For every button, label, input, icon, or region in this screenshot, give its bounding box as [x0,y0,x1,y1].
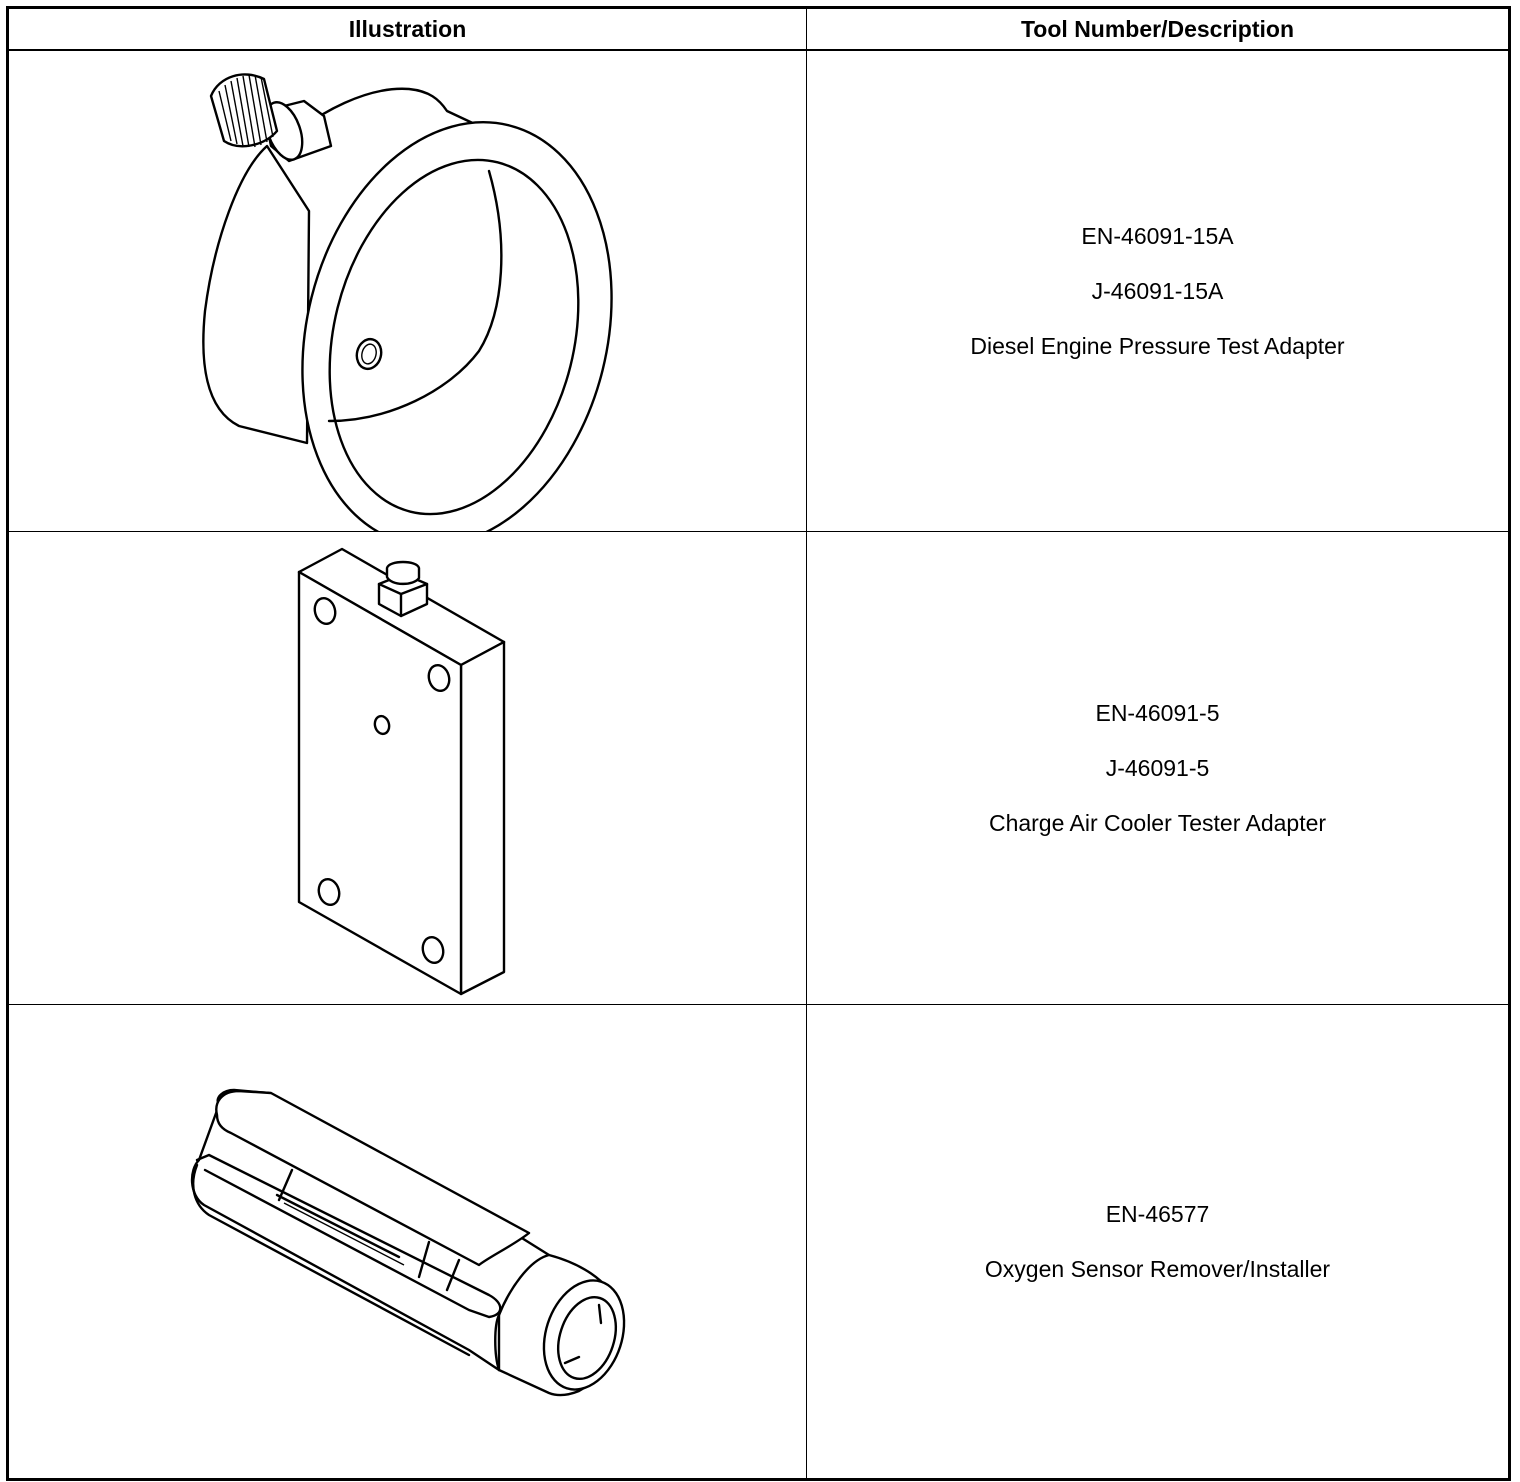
tool-number-en: EN-46577 [1105,1200,1210,1227]
tool-number-en: EN-46091-5 [1095,699,1220,726]
oxygen-sensor-socket-drawing [190,1088,626,1397]
illustration-cell [7,531,807,1005]
tool-number-en: EN-46091-15A [1081,222,1234,249]
tool-description-cell: EN-46091-15A J-46091-15A Diesel Engine P… [806,49,1510,532]
tool-description: Charge Air Cooler Tester Adapter [988,809,1327,836]
tool-description: Oxygen Sensor Remover/Installer [984,1255,1331,1282]
table-row: EN-46091-5 J-46091-5 Charge Air Cooler T… [7,531,1510,1005]
tool-description-cell: EN-46577 Oxygen Sensor Remover/Installer [806,1004,1510,1480]
tool-description-cell: EN-46091-5 J-46091-5 Charge Air Cooler T… [806,531,1510,1005]
illustration-cell [7,49,807,532]
illustration-cell [7,1004,807,1480]
header-illustration: Illustration [7,7,807,51]
table-header-row: Illustration Tool Number/Description [7,7,1510,51]
table-row: EN-46091-15A J-46091-15A Diesel Engine P… [7,49,1510,532]
tool-number-j: J-46091-5 [1105,754,1210,781]
tool-description: Diesel Engine Pressure Test Adapter [970,332,1345,359]
header-tool-number-description: Tool Number/Description [806,7,1510,51]
table-row: EN-46577 Oxygen Sensor Remover/Installer [7,1004,1510,1480]
pressure-test-adapter-drawing [202,73,613,531]
charge-air-cooler-adapter-plate-drawing [297,547,506,996]
tool-number-j: J-46091-15A [1091,277,1224,304]
special-tools-table: Illustration Tool Number/Description [6,6,1511,1481]
